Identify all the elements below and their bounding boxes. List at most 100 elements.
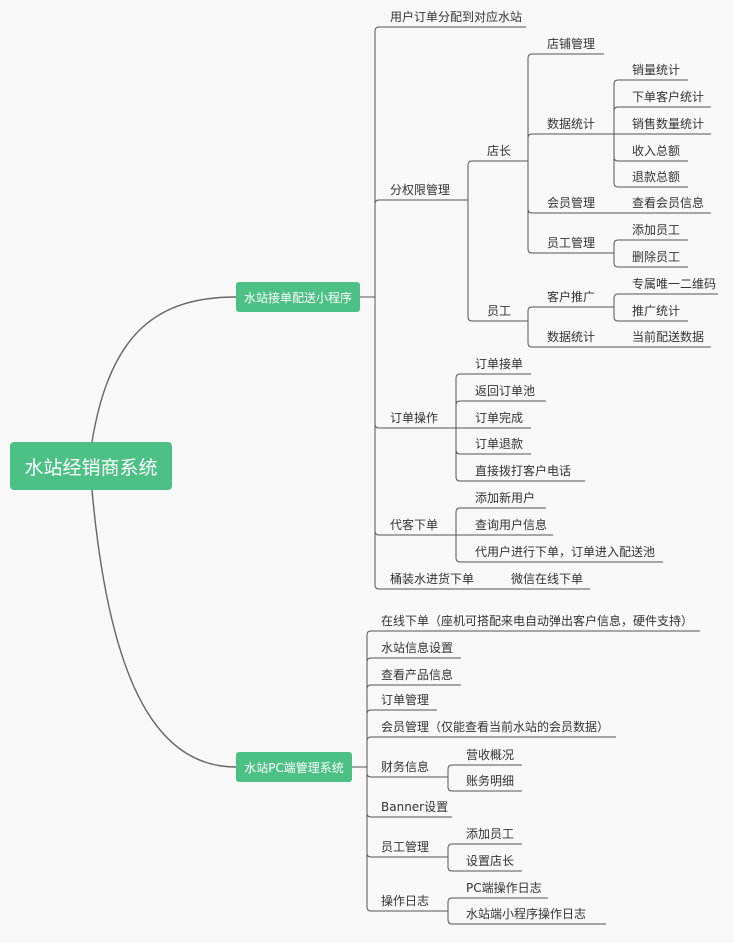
node-1-1: 分权限管理 — [382, 182, 456, 201]
node-1-1-0: 店长 — [479, 144, 517, 162]
node-1-2-text: 订单操作 — [390, 410, 438, 425]
connector — [445, 373, 467, 482]
node-1-4: 桶装水进货下单 — [382, 571, 489, 590]
node-2-8-1-text: 水站端小程序操作日志 — [466, 906, 586, 921]
node-2-5: 财务信息 — [373, 759, 437, 778]
node-1-3-2-text: 代用户进行下单，订单进入配送池 — [475, 544, 655, 559]
node-1-1-1-1-0-text: 当前配送数据 — [632, 329, 704, 344]
node-1-1-0-3-0: 添加员工 — [624, 223, 688, 241]
root-branch-curve — [91, 489, 237, 768]
node-1-4-0: 微信在线下单 — [503, 572, 590, 590]
node-2-7-0-text: 添加员工 — [466, 827, 514, 841]
connector — [604, 239, 624, 268]
connector — [437, 843, 458, 872]
node-2-7-text: 员工管理 — [381, 839, 429, 854]
node-2-5-text: 财务信息 — [381, 759, 429, 774]
node-1-2-0: 订单接单 — [467, 356, 531, 375]
node-1-2-3-text: 订单退款 — [475, 437, 523, 451]
node-1-3-0: 添加新用户 — [467, 490, 546, 509]
node-2-7-1-text: 设置店长 — [466, 854, 514, 868]
node-1-1-0-0-text: 店铺管理 — [547, 36, 595, 51]
node-1-1-0-2-text: 会员管理 — [547, 195, 595, 210]
node-2-5-1-text: 账务明细 — [466, 773, 514, 788]
node-1-1-0-1-2-text: 销售数量统计 — [632, 116, 704, 131]
node-1-1-0-1-text: 数据统计 — [547, 116, 595, 131]
node-2-4-text: 会员管理（仅能查看当前水站的会员数据） — [381, 719, 609, 734]
node-1-2-1: 返回订单池 — [467, 384, 546, 402]
branch-node-label: 水站接单配送小程序 — [244, 290, 352, 305]
node-1-1-text: 分权限管理 — [390, 182, 450, 197]
node-1: 用户订单分配到对应水站 — [382, 9, 526, 28]
node-1-2-3: 订单退款 — [467, 437, 531, 455]
node-2-6: Banner设置 — [373, 800, 452, 818]
node-1-1-1-1-0: 当前配送数据 — [624, 329, 711, 348]
node-2-5-1: 账务明细 — [458, 773, 522, 792]
root-branch-curve — [91, 296, 237, 443]
node-1-1-1-text: 员工 — [487, 304, 511, 318]
node-2-8-0: PC端操作日志 — [458, 880, 548, 899]
node-1-1-1-0: 客户推广 — [539, 289, 604, 308]
node-2-3: 订单管理 — [373, 692, 437, 711]
node-1-1-0-1-4-text: 退款总额 — [632, 170, 680, 184]
node-2-text: 在线下单（座机可搭配来电自动弹出客户信息，硬件支持） — [381, 613, 693, 628]
node-1-1-0-1-0-text: 销量统计 — [632, 63, 680, 77]
connector — [437, 764, 458, 792]
node-2-8: 操作日志 — [373, 893, 437, 912]
connector — [517, 53, 539, 254]
connector — [445, 507, 467, 563]
node-2-5-0-text: 营收概况 — [466, 748, 514, 762]
node-1-2-1-text: 返回订单池 — [475, 384, 535, 398]
node-2-5-0: 营收概况 — [458, 748, 522, 766]
node-2-8-text: 操作日志 — [381, 893, 429, 908]
node-2: 在线下单（座机可搭配来电自动弹出客户信息，硬件支持） — [373, 613, 700, 632]
node-2-6-text: Banner设置 — [381, 800, 448, 814]
node-2-7: 员工管理 — [373, 839, 437, 858]
node-1-3-1-text: 查询用户信息 — [475, 517, 547, 532]
node-1-1-0-2: 会员管理 — [539, 195, 604, 214]
node-2-2-text: 查看产品信息 — [381, 667, 453, 682]
node-1-1-0-2-0-text: 查看会员信息 — [632, 195, 704, 210]
node-1-text: 用户订单分配到对应水站 — [390, 9, 522, 24]
branch-node-box — [236, 752, 352, 782]
node-1-3-0-text: 添加新用户 — [475, 490, 535, 505]
node-1-1-0-1: 数据统计 — [539, 116, 604, 135]
node-1-1-0-1-1-text: 下单客户统计 — [632, 89, 704, 104]
node-1-1-0-1-3-text: 收入总额 — [632, 144, 680, 158]
node-2-2: 查看产品信息 — [373, 667, 461, 686]
node-1-1-0-3-0-text: 添加员工 — [632, 223, 680, 237]
node-1-1-0-1-2: 销售数量统计 — [624, 116, 711, 135]
node-1-1-0-1-3: 收入总额 — [624, 144, 688, 162]
node-1-1-1: 员工 — [479, 304, 517, 322]
node-1-3-2: 代用户进行下单，订单进入配送池 — [467, 544, 663, 563]
node-1-1-0-text: 店长 — [487, 144, 511, 158]
node-2-1-text: 水站信息设置 — [381, 640, 453, 655]
branch-node-box — [236, 282, 360, 312]
node-1-1-0-3-1-text: 删除员工 — [632, 249, 680, 264]
node-1-4-text: 桶装水进货下单 — [390, 571, 474, 586]
node-2-1: 水站信息设置 — [373, 640, 461, 659]
node-2-7-1: 设置店长 — [458, 854, 522, 872]
node-1-1-0-2-0: 查看会员信息 — [624, 195, 711, 214]
node-1-1-0-1-0: 销量统计 — [624, 63, 688, 81]
root-node-label: 水站经销商系统 — [24, 457, 157, 479]
connector — [437, 897, 458, 925]
node-2-3-text: 订单管理 — [381, 692, 429, 707]
connector — [360, 26, 382, 590]
node-1-1-1-0-text: 客户推广 — [547, 289, 595, 304]
node-1-1-1-0-1-text: 推广统计 — [632, 304, 680, 318]
node-1-2-4-text: 直接拨打客户电话 — [475, 463, 571, 478]
node-1-1-0-1-1: 下单客户统计 — [624, 89, 711, 108]
node-1-3-text: 代客下单 — [390, 517, 438, 532]
node-1-2-2-text: 订单完成 — [475, 410, 523, 425]
connector — [604, 293, 624, 322]
node-1-1-0-3: 员工管理 — [539, 235, 604, 254]
node-1-1-1-1-text: 数据统计 — [547, 329, 595, 344]
node-2-8-1: 水站端小程序操作日志 — [458, 906, 606, 925]
connector — [604, 79, 624, 188]
connector — [517, 306, 539, 348]
root-node-box — [10, 442, 172, 490]
root-node: 水站经销商系统 — [10, 442, 172, 490]
branch-node-label: 水站PC端管理系统 — [244, 760, 344, 775]
node-1-1-1-0-1: 推广统计 — [624, 304, 688, 322]
